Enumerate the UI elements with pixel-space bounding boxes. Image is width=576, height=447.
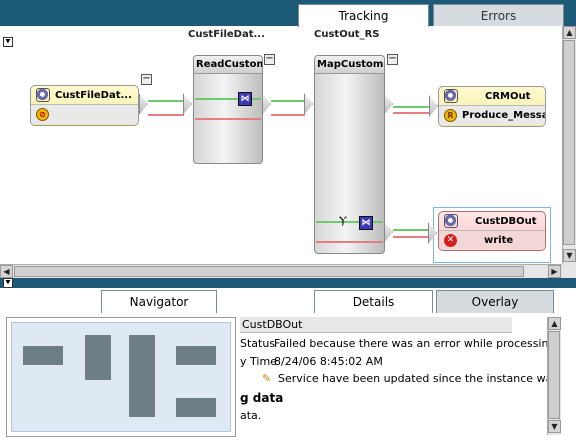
panel-divider[interactable]: ⯆ [0,278,576,288]
bottom-panel: Navigator Details Overlay CustDBOut Stat… [0,288,576,447]
port-arrow-in [304,93,313,115]
collapse-custfile-icon[interactable]: − [141,73,152,85]
tab-navigator[interactable]: Navigator [101,290,217,313]
wire-green [271,100,305,102]
error-icon: ✕ [444,234,457,247]
wire-red [393,112,429,114]
details-status-row: StatusFailed because there was an error … [240,337,547,350]
collapse-read-icon[interactable]: − [264,53,275,65]
status-value: Failed because there was an error while … [274,337,547,350]
process-read-custom-title: ReadCustom [194,56,262,74]
scroll-corner [562,264,576,278]
wire-green [195,98,261,100]
scroll-down-icon[interactable]: ▼ [563,249,576,262]
time-value: 8/24/06 8:45:02 AM [274,355,383,368]
time-label: y Time [240,355,277,368]
process-map-custome[interactable]: MapCustome [314,55,385,254]
tab-tracking[interactable]: Tracking [298,4,429,27]
node-cust-db-out[interactable]: CustDBOut ✕ write [438,211,546,251]
navigator-block [129,335,155,417]
section-text: ata. [240,409,262,422]
details-note-row: ✎ Service have been updated since the ins… [262,372,547,385]
tab-details[interactable]: Details [314,290,433,313]
tab-overlay[interactable]: Overlay [436,290,554,313]
port-arrow-out [262,93,271,115]
scroll-right-icon[interactable]: ▶ [548,265,561,278]
wire-red [148,114,184,116]
column-label-right: CustOut_RS [314,29,380,40]
process-map-custome-title: MapCustome [315,56,384,74]
transform-map-icon[interactable]: ⋈ [238,92,252,106]
wire-red [271,114,305,116]
read-operation-icon: ⊘ [36,108,49,121]
scroll-up-icon[interactable]: ▲ [548,317,561,330]
scroll-up-icon[interactable]: ▲ [563,26,576,39]
vertical-scroll-thumb[interactable] [563,40,575,245]
port-arrow-out [384,93,393,115]
details-vertical-scrollbar[interactable]: ▲ ▼ [547,317,561,435]
node-cust-db-out-title: CustDBOut [475,215,537,227]
wire-green [393,106,429,108]
node-crm-out[interactable]: CRMOut R Produce_Messa [438,86,546,127]
navigator-block [176,398,216,417]
filter-icon[interactable]: Ⲩ [339,214,347,227]
port-arrow-right [139,93,148,115]
wire-red [393,236,429,238]
collapse-bottom-icon[interactable]: ⯆ [3,278,13,288]
top-tab-bar: Tracking Errors [0,0,576,27]
details-title: CustDBOut [240,317,512,333]
navigator-pane [6,317,236,437]
collapse-map-icon[interactable]: − [387,53,398,65]
collapse-diagram-icon[interactable]: ⯆ [3,37,13,47]
wire-red [316,241,383,243]
column-label-left: CustFileDat... [188,29,265,40]
wire-red [195,118,261,120]
details-pane: CustDBOut StatusFailed because there was… [240,315,547,443]
port-arrow-in [429,95,438,117]
port-arrow-out [384,221,393,243]
node-custfile[interactable]: CustFileDat... ⊘ [30,85,139,126]
process-read-custom[interactable]: ReadCustom [193,55,263,164]
node-custfile-title: CustFileDat... [55,89,132,101]
adapter-gear-icon [36,88,50,102]
note-text: Service have been updated since the inst… [278,372,547,385]
section-heading: g data [240,391,284,405]
navigator-block [23,346,63,365]
scroll-left-icon[interactable]: ◀ [0,265,13,278]
port-arrow-in [183,93,192,115]
node-crm-out-operation: Produce_Messa [462,110,546,121]
node-crm-out-title: CRMOut [485,90,531,102]
navigator-block [176,346,216,365]
status-label: Status [240,337,276,350]
tab-errors[interactable]: Errors [433,4,564,27]
wire-green [393,229,429,231]
pencil-icon: ✎ [262,372,272,385]
node-cust-db-out-operation: write [484,235,514,246]
details-scroll-thumb[interactable] [548,331,560,419]
horizontal-scroll-thumb[interactable] [14,266,524,277]
navigator-viewport[interactable] [11,322,231,432]
scroll-down-icon[interactable]: ▼ [548,420,561,433]
wire-green [148,100,184,102]
diagram-horizontal-scrollbar[interactable]: ◀ ▶ [0,264,562,278]
details-time-row: y Time8/24/06 8:45:02 AM [240,355,383,368]
transform-map-icon[interactable]: ⋈ [359,216,373,230]
wire-green [316,221,383,223]
adapter-gear-icon [444,89,458,103]
operation-icon: R [444,109,457,122]
diagram-vertical-scrollbar[interactable]: ▲ ▼ [562,26,576,264]
process-diagram: ⯆ CustFileDat... CustOut_RS − CustFileDa… [0,26,562,264]
navigator-block [85,335,111,380]
adapter-gear-icon [444,214,458,228]
